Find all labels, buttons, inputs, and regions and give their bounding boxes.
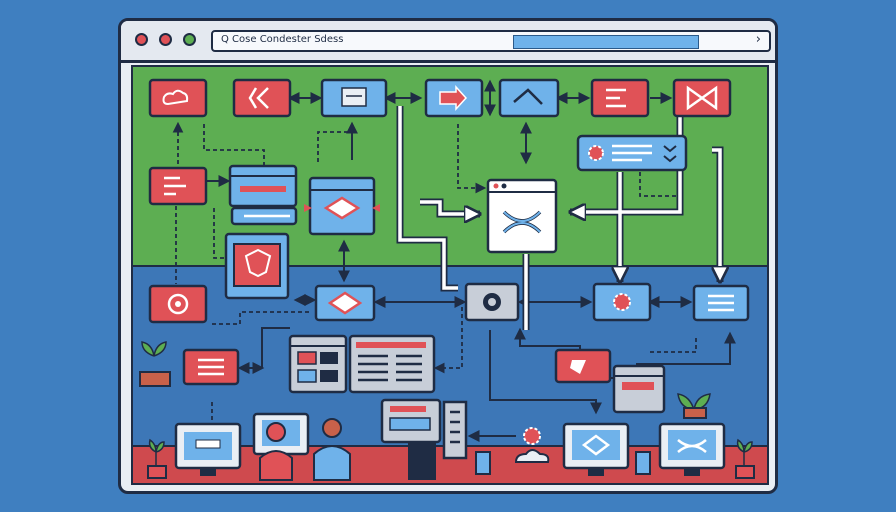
wheel-icon — [167, 293, 189, 315]
arrow-node[interactable] — [424, 78, 484, 118]
gear-node-blue[interactable] — [592, 282, 652, 322]
address-text: Q Cose Condester Sdess — [221, 34, 344, 45]
monitor-left — [174, 422, 242, 476]
title-bar: Q Cose Condester Sdess › — [121, 21, 775, 63]
plant-icon — [139, 341, 171, 387]
person-icon — [313, 418, 351, 481]
maximize-button[interactable] — [183, 33, 196, 46]
cloud-icon — [162, 89, 189, 106]
bowtie-icon — [686, 85, 718, 111]
list-node-blue[interactable] — [692, 284, 750, 322]
plant-icon — [735, 438, 755, 479]
red-chevron-node[interactable] — [232, 78, 292, 118]
chevron-icon — [248, 87, 269, 109]
chevron-right-icon[interactable]: › — [755, 32, 761, 47]
text-window-node[interactable] — [348, 334, 436, 394]
cloud-icon — [514, 449, 550, 463]
check-node[interactable] — [498, 78, 560, 118]
dashboard-window-node[interactable] — [288, 334, 348, 394]
red-list-node-2[interactable] — [148, 166, 208, 206]
monitor-right-2 — [658, 422, 726, 476]
diamond-icon — [581, 434, 611, 456]
close-button[interactable] — [135, 33, 148, 46]
server-panel-node[interactable] — [380, 398, 468, 460]
shield-icon — [244, 248, 272, 278]
minimize-button[interactable] — [159, 33, 172, 46]
desk-tower — [408, 442, 436, 480]
back-arrow-node[interactable] — [230, 206, 298, 226]
red-bowtie-node[interactable] — [672, 78, 732, 118]
red-logo-node[interactable] — [554, 348, 612, 384]
person-icon — [259, 422, 293, 481]
diamond-node[interactable] — [314, 284, 376, 322]
diamond-window-node[interactable] — [304, 176, 380, 236]
list-icon — [198, 358, 224, 376]
red-list-node[interactable] — [590, 78, 650, 118]
address-progress — [513, 35, 699, 49]
red-cloud-node[interactable] — [148, 78, 208, 118]
list-icon — [606, 88, 626, 108]
diamond-icon — [327, 291, 363, 315]
list-icon — [708, 294, 734, 312]
logo-icon — [570, 360, 586, 374]
monitor-right-1 — [562, 422, 630, 476]
printer-node[interactable] — [320, 78, 388, 118]
shield-window-node[interactable] — [224, 232, 290, 300]
printer-icon — [341, 87, 367, 107]
plant-icon — [677, 393, 711, 419]
list-icon — [164, 176, 186, 196]
form-window-node[interactable] — [228, 164, 298, 208]
cup-icon — [635, 451, 651, 475]
gear-list-panel[interactable] — [576, 134, 688, 172]
red-list-node-3[interactable] — [182, 348, 240, 386]
check-icon — [513, 88, 543, 105]
gear-icon — [613, 293, 631, 311]
central-hub-node[interactable] — [486, 178, 558, 254]
bowtie-icon — [677, 439, 707, 453]
small-window-node[interactable] — [612, 364, 666, 414]
diamond-icon — [323, 196, 361, 220]
gear-icon — [588, 145, 604, 161]
cup-icon — [475, 451, 491, 475]
gear-node-dark[interactable] — [464, 282, 520, 322]
plant-icon — [147, 438, 167, 479]
gear-icon — [523, 427, 541, 445]
red-wheel-node[interactable] — [148, 284, 208, 324]
address-bar[interactable]: Q Cose Condester Sdess › — [211, 30, 771, 52]
arrow-right-icon — [439, 85, 468, 111]
